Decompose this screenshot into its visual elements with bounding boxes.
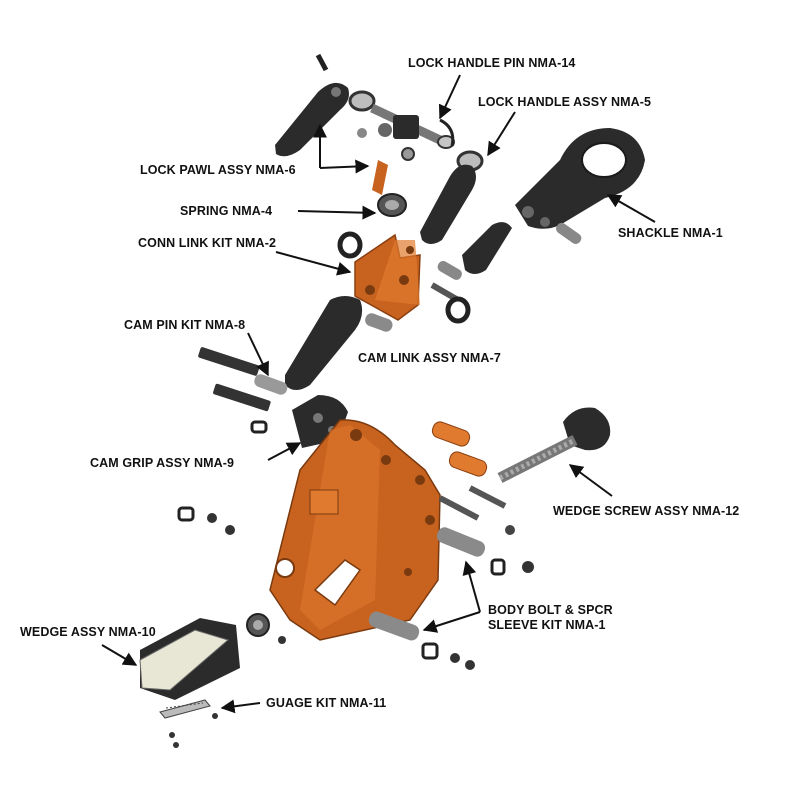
label-guage-kit: GUAGE KIT NMA-11 [266, 696, 387, 710]
label-cam-pin-kit: CAM PIN KIT NMA-8 [124, 318, 246, 332]
wedge-part [139, 618, 240, 700]
leader-cam-pin [247, 332, 269, 377]
leader-spring [297, 205, 377, 220]
leader-body-bolt-a [462, 560, 481, 613]
label-body-bolt-line2: SLEEVE KIT NMA-1 [488, 618, 606, 632]
leader-lines [101, 74, 656, 714]
label-shackle: SHACKLE NMA-1 [618, 226, 723, 240]
leader-cam-grip [267, 442, 302, 461]
body-bolt-part [368, 611, 475, 670]
label-conn-link-kit: CONN LINK KIT NMA-2 [138, 236, 277, 250]
link-block-part [430, 222, 582, 324]
leader-body-bolt-b [422, 611, 481, 633]
label-lock-pawl-assy: LOCK PAWL ASSY NMA-6 [140, 163, 296, 177]
label-cam-grip-assy: CAM GRIP ASSY NMA-9 [90, 456, 235, 470]
leader-lock-pawl-a [319, 159, 370, 174]
label-lock-handle-pin: LOCK HANDLE PIN NMA-14 [408, 56, 576, 70]
leader-conn-link [275, 251, 352, 276]
leader-lock-handle-pin [438, 74, 461, 120]
lock-pawl-part [275, 82, 349, 157]
label-cam-link-assy: CAM LINK ASSY NMA-7 [358, 351, 501, 365]
label-spring: SPRING NMA-4 [180, 204, 273, 218]
body-part [269, 419, 441, 641]
sleeve-parts [431, 421, 534, 576]
conn-link-part [337, 231, 421, 321]
left-hardware-parts [177, 506, 286, 644]
label-lock-handle-assy: LOCK HANDLE ASSY NMA-5 [478, 95, 652, 109]
leader-wedge [101, 644, 138, 666]
label-body-bolt-line1: BODY BOLT & SPCR [488, 603, 613, 617]
leader-lock-handle-assy [487, 111, 516, 157]
label-wedge-screw-assy: WEDGE SCREW ASSY NMA-12 [553, 504, 740, 518]
lock-handle-pin-part [315, 53, 455, 161]
leader-guage-kit [220, 699, 261, 714]
spring-part [372, 160, 407, 217]
lock-handle-part [420, 150, 484, 244]
guage-kit-part [159, 699, 218, 748]
label-wedge-assy: WEDGE ASSY NMA-10 [20, 625, 156, 639]
wedge-screw-part [497, 407, 611, 483]
cam-link-part [285, 296, 393, 390]
leader-wedge-screw [568, 464, 613, 497]
shackle-part [515, 128, 645, 229]
cam-pin-part [198, 347, 288, 434]
leader-shackle [606, 194, 656, 223]
